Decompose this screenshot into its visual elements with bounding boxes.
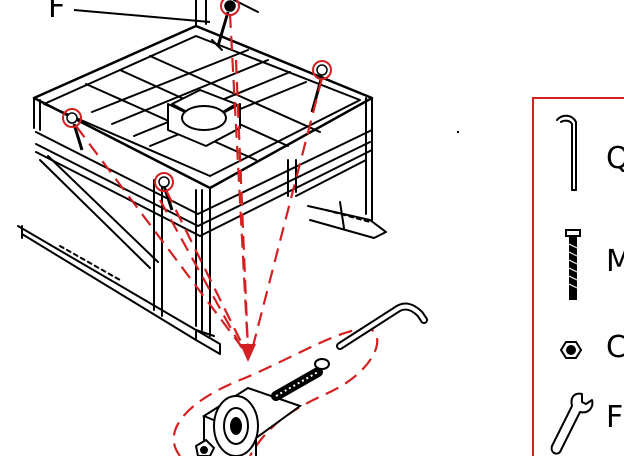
stray-dot (456, 130, 460, 134)
part-letter-bolt: M (606, 244, 624, 279)
frame-structure (17, 0, 387, 355)
detail-callout (172, 302, 428, 456)
part-letter-nut: C (606, 330, 624, 365)
bolt-icon (565, 229, 581, 300)
highlight-circle-4 (154, 172, 174, 192)
guide-arrow-head (240, 344, 256, 362)
nut-icon (559, 341, 583, 359)
part-letter-wrench: F (606, 400, 624, 435)
dashed-guide-lines (75, 13, 324, 353)
callout-leader (73, 9, 211, 23)
allen-key-icon (556, 114, 577, 191)
callout-label-f: F (48, 0, 66, 25)
parts-legend-box (532, 97, 624, 456)
highlight-circle-3 (62, 108, 82, 128)
part-letter-allen-key: Q (606, 141, 624, 176)
wrench-icon (550, 392, 594, 455)
